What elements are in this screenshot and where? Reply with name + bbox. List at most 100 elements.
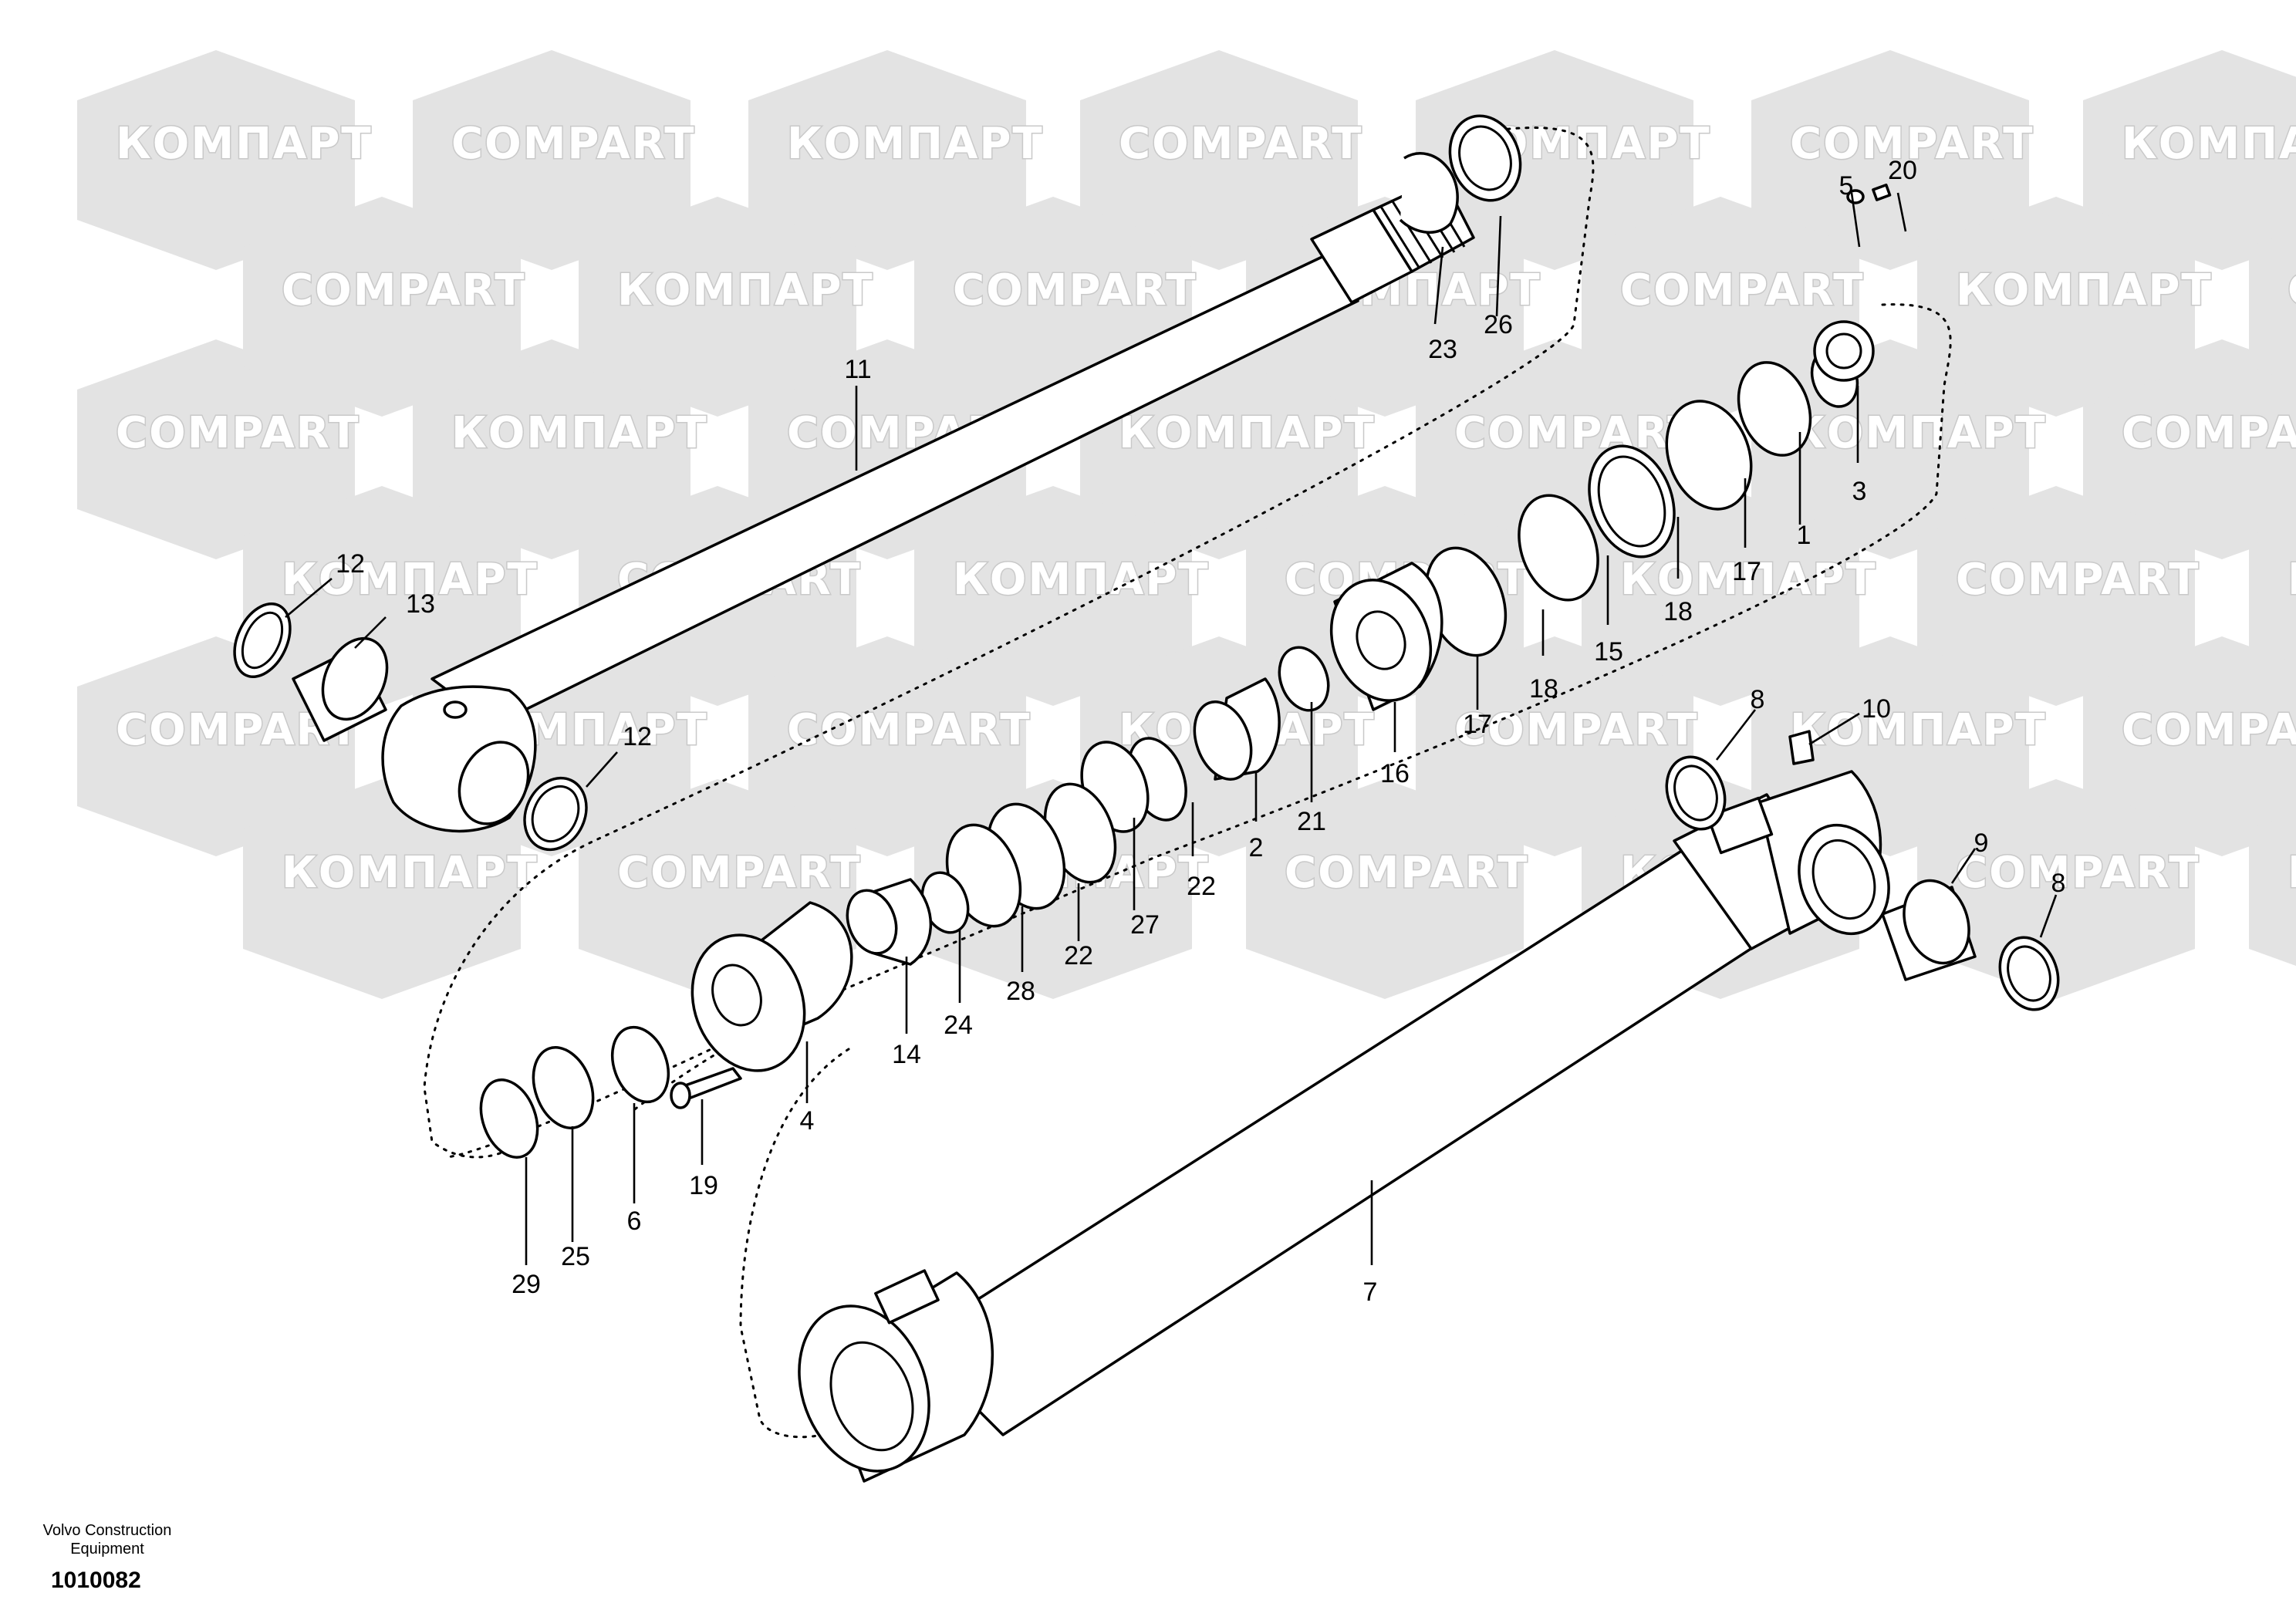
watermark-logo: COMPART bbox=[1751, 50, 2034, 270]
watermark-logo: КОМПАРТ bbox=[2083, 50, 2296, 270]
watermark-text: КОМПАРТ bbox=[116, 119, 373, 169]
watermark-logo: COMPART bbox=[2083, 339, 2296, 559]
watermark-logo: КОМПАРТ bbox=[748, 50, 1044, 270]
watermark-logo: COMPART bbox=[2249, 197, 2296, 417]
label-21: 21 bbox=[1297, 807, 1326, 836]
watermark-text: COMPART bbox=[1454, 705, 1698, 755]
watermark-logo: КОМПАРТ bbox=[1582, 486, 1877, 706]
watermark-text: КОМПАРТ bbox=[1620, 555, 1877, 605]
barrel-end-parts bbox=[1665, 730, 2060, 1011]
label-25: 25 bbox=[561, 1242, 590, 1271]
label-17-a: 17 bbox=[1732, 557, 1761, 586]
watermark-text: КОМПАРТ bbox=[282, 848, 539, 898]
watermark-text: COMPART bbox=[1790, 119, 2034, 169]
watermark-logo: КОМПАРТ bbox=[1917, 197, 2213, 417]
watermark-text: COMPART bbox=[2288, 265, 2296, 316]
watermark-text: COMPART bbox=[451, 119, 695, 169]
label-16: 16 bbox=[1380, 759, 1410, 788]
watermark-text: КОМПАРТ bbox=[787, 119, 1044, 169]
watermark-text: КОМПАРТ bbox=[1790, 408, 2047, 458]
watermark-logo: COMPART bbox=[579, 779, 861, 999]
label-7: 7 bbox=[1363, 1277, 1378, 1307]
watermark-logo: COMPART bbox=[413, 50, 695, 270]
watermark-text: КОМПАРТ bbox=[2122, 119, 2296, 169]
watermark-logo: COMPART bbox=[1246, 779, 1528, 999]
watermark-text: COMPART bbox=[1454, 408, 1698, 458]
label-18-a: 18 bbox=[1663, 597, 1693, 626]
watermark-text: COMPART bbox=[2122, 408, 2296, 458]
watermark-logo: КОМПАРТ bbox=[2249, 779, 2296, 999]
watermark-text: КОМПАРТ bbox=[1119, 408, 1376, 458]
label-18-b: 18 bbox=[1529, 674, 1558, 704]
watermark-text: КОМПАРТ bbox=[953, 555, 1210, 605]
label-4: 4 bbox=[800, 1106, 815, 1136]
label-1: 1 bbox=[1797, 521, 1811, 550]
watermark-text: COMPART bbox=[282, 265, 525, 316]
watermark-text: КОМПАРТ bbox=[2288, 555, 2296, 605]
label-8-a: 8 bbox=[1751, 685, 1765, 714]
watermark-text: COMPART bbox=[1119, 119, 1362, 169]
footer-company-line2: Equipment bbox=[70, 1541, 144, 1558]
watermark-text: КОМПАРТ bbox=[617, 265, 874, 316]
label-2: 2 bbox=[1249, 833, 1264, 862]
watermark-text: COMPART bbox=[1620, 265, 1864, 316]
part-number-labels: 11 12 13 12 23 26 5 20 3 1 17 18 15 18 1… bbox=[336, 156, 2065, 1307]
watermark-logo: COMPART bbox=[1917, 779, 2200, 999]
label-23: 23 bbox=[1428, 335, 1457, 364]
watermark-logo: КОМПАРТ bbox=[2249, 486, 2296, 706]
label-10: 10 bbox=[1862, 694, 1891, 724]
watermark-logo: COMPART bbox=[1582, 197, 1864, 417]
label-15: 15 bbox=[1594, 637, 1623, 667]
watermark-text: КОМПАРТ bbox=[2288, 848, 2296, 898]
watermark-logo: КОМПАРТ bbox=[579, 197, 874, 417]
label-27: 27 bbox=[1130, 910, 1160, 940]
watermark-text: COMPART bbox=[1956, 848, 2200, 898]
watermark-logo: COMPART bbox=[1080, 50, 1362, 270]
watermark-logo: COMPART bbox=[914, 197, 1197, 417]
label-6: 6 bbox=[627, 1207, 642, 1236]
watermark-text: COMPART bbox=[2122, 705, 2296, 755]
footer-company-line1: Volvo Construction bbox=[42, 1522, 172, 1539]
watermark-text: КОМПАРТ bbox=[282, 555, 539, 605]
label-28: 28 bbox=[1006, 977, 1035, 1006]
label-22-b: 22 bbox=[1064, 941, 1093, 970]
watermark-text: COMPART bbox=[116, 408, 360, 458]
label-29: 29 bbox=[512, 1270, 541, 1299]
watermark-logo: COMPART bbox=[1917, 486, 2200, 706]
label-12-b: 12 bbox=[623, 722, 652, 751]
watermark-logo: КОМПАРТ bbox=[413, 339, 708, 559]
footer-drawing-code: 1010082 bbox=[51, 1568, 141, 1593]
watermark-layer: КОМПАРТ COMPART КОМПАРТ COMPART КОМПАРТ COMPA… bbox=[77, 50, 2296, 999]
watermark-text: COMPART bbox=[617, 848, 861, 898]
label-22-a: 22 bbox=[1187, 872, 1216, 901]
label-20: 20 bbox=[1888, 156, 1917, 185]
watermark-text: COMPART bbox=[1956, 555, 2200, 605]
label-9: 9 bbox=[1974, 829, 1989, 858]
watermark-logo: COMPART bbox=[2083, 636, 2296, 856]
watermark-logo: КОМПАРТ bbox=[1751, 339, 2047, 559]
label-14: 14 bbox=[892, 1040, 921, 1069]
label-5: 5 bbox=[1839, 171, 1854, 201]
watermark-logo: COMPART bbox=[243, 197, 525, 417]
watermark-text: КОМПАРТ bbox=[451, 408, 708, 458]
leader-lines bbox=[285, 192, 2058, 1265]
watermark-logo: COMPART bbox=[1416, 636, 1698, 856]
piston-parts bbox=[479, 183, 1892, 1159]
rod-rings bbox=[1399, 114, 1522, 234]
watermark-text: COMPART bbox=[953, 265, 1197, 316]
watermark-text: КОМПАРТ bbox=[1790, 705, 2047, 755]
label-3: 3 bbox=[1852, 477, 1867, 506]
watermark-logo: COMPART bbox=[77, 339, 360, 559]
watermark-text: КОМПАРТ bbox=[1956, 265, 2213, 316]
label-17-b: 17 bbox=[1463, 710, 1492, 739]
label-13: 13 bbox=[406, 589, 435, 619]
watermark-logo: КОМПАРТ bbox=[243, 486, 539, 706]
watermark-logo: COMPART bbox=[748, 636, 1031, 856]
watermark-logo: COMPART bbox=[1416, 339, 1698, 559]
watermark-text: COMPART bbox=[1285, 848, 1528, 898]
label-12-a: 12 bbox=[336, 549, 365, 579]
label-26: 26 bbox=[1484, 310, 1513, 339]
label-19: 19 bbox=[689, 1171, 718, 1200]
watermark-logo: КОМПАРТ bbox=[1080, 339, 1376, 559]
